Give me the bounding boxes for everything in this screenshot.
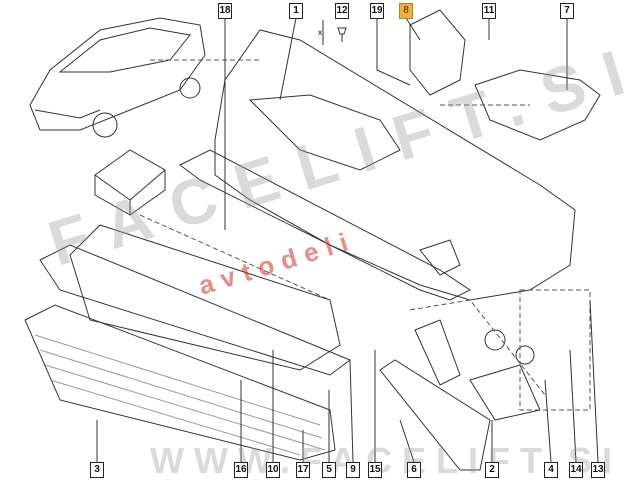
grille-slats <box>34 334 326 456</box>
part-label-11[interactable]: 11 <box>482 3 496 19</box>
part-label-2[interactable]: 2 <box>485 462 499 478</box>
fog-lamp <box>515 345 535 365</box>
dimension-mark: x <box>318 28 322 37</box>
part-label-9[interactable]: 9 <box>346 462 360 478</box>
part-label-18[interactable]: 18 <box>218 3 232 19</box>
fog-trim <box>469 364 541 421</box>
bolt-12 <box>322 20 347 45</box>
car-illustration <box>29 17 206 138</box>
fog-lamp <box>484 329 506 351</box>
part-label-14[interactable]: 14 <box>569 462 583 478</box>
part-label-3[interactable]: 3 <box>90 462 104 478</box>
part-label-4[interactable]: 4 <box>544 462 558 478</box>
part-label-7[interactable]: 7 <box>560 3 574 19</box>
part-label-6[interactable]: 6 <box>407 462 421 478</box>
lower-shield <box>69 224 341 371</box>
lower-strip <box>39 244 352 376</box>
trim-strip <box>179 149 471 301</box>
part-label-8-highlighted[interactable]: 8 <box>399 3 413 19</box>
side-shield <box>409 9 466 96</box>
grille <box>24 304 336 461</box>
part-label-16[interactable]: 16 <box>234 462 248 478</box>
fog-cover <box>414 319 461 386</box>
part-label-19[interactable]: 19 <box>370 3 384 19</box>
part-label-10[interactable]: 10 <box>266 462 280 478</box>
part-label-1[interactable]: 1 <box>289 3 303 19</box>
part-label-5[interactable]: 5 <box>322 462 336 478</box>
center-grille <box>379 359 491 471</box>
leader-lines <box>96 17 599 463</box>
assembly-lines <box>139 59 591 411</box>
part-label-17[interactable]: 17 <box>296 462 310 478</box>
part-label-13[interactable]: 13 <box>591 462 605 478</box>
part-label-12[interactable]: 12 <box>335 3 349 19</box>
clip-kit-box <box>94 149 166 216</box>
part-label-15[interactable]: 15 <box>368 462 382 478</box>
splash-guard <box>474 69 601 141</box>
